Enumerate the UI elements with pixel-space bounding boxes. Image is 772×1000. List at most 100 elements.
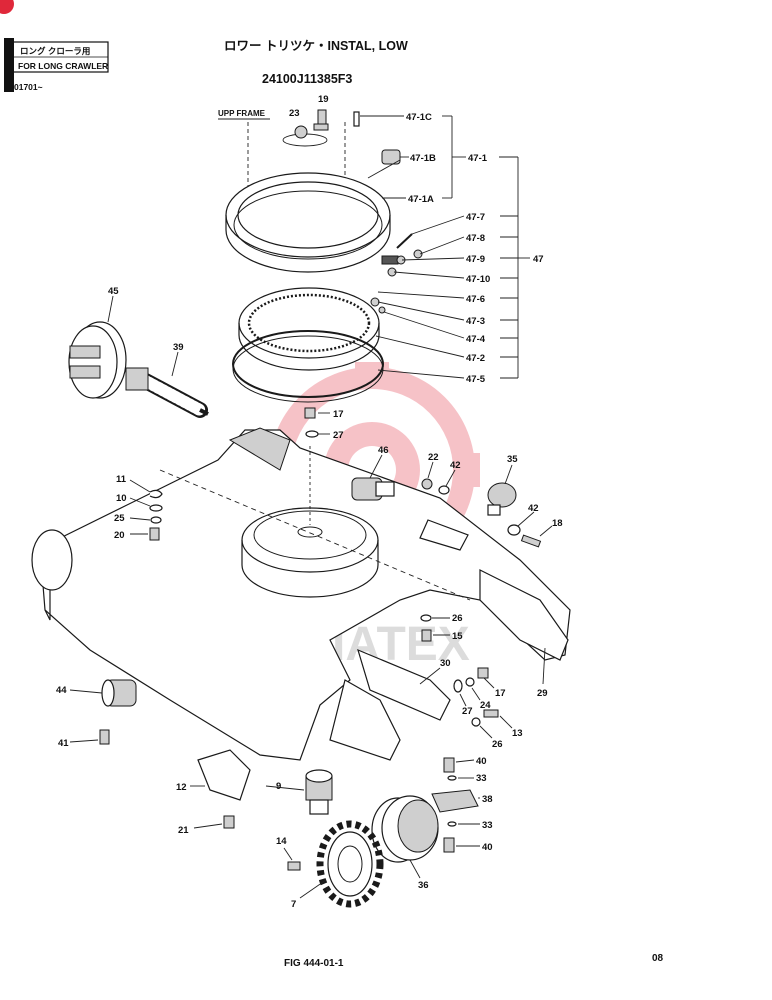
label-26-mid: 26 (452, 613, 463, 624)
label-26-lower: 26 (492, 739, 503, 750)
lower-track-frame (31, 427, 571, 761)
label-40-lower: 40 (482, 842, 493, 853)
label-44: 44 (56, 685, 67, 696)
label-19: 19 (318, 94, 329, 105)
header-box-line2: FOR LONG CRAWLER (18, 61, 108, 71)
bolt-13 (483, 709, 499, 718)
corner-mark (0, 0, 14, 14)
label-47-1a: 47-1A (408, 194, 434, 205)
guard-12 (197, 749, 251, 801)
label-41: 41 (58, 738, 69, 749)
label-47-1c: 47-1C (406, 112, 432, 123)
figure-number: FIG 444-01-1 (284, 958, 344, 969)
label-47-3: 47-3 (466, 316, 485, 327)
bolt-21 (223, 815, 235, 829)
label-13: 13 (512, 728, 523, 739)
label-15: 15 (452, 631, 463, 642)
cover-30 (357, 648, 451, 721)
bolt-20 (149, 527, 160, 541)
washer-24 (465, 677, 475, 687)
plate-bracket (419, 519, 469, 551)
bolt-19 (313, 109, 329, 131)
label-45: 45 (108, 286, 119, 297)
label-29: 29 (537, 688, 548, 699)
label-22: 22 (428, 452, 439, 463)
label-18: 18 (552, 518, 563, 529)
bolt-17-right (477, 667, 489, 679)
label-46: 46 (378, 445, 389, 456)
label-17-right: 17 (495, 688, 506, 699)
washer-26-lower (471, 717, 481, 727)
washer-42-right (507, 524, 521, 536)
travel-motor-36 (371, 795, 439, 863)
label-24: 24 (480, 700, 491, 711)
label-9: 9 (276, 781, 281, 792)
label-47-1b: 47-1B (410, 153, 436, 164)
bolt-15 (421, 629, 432, 642)
bracket-38 (431, 789, 479, 813)
label-47-4: 47-4 (466, 334, 486, 345)
bolt-41 (99, 729, 110, 745)
bushing-44 (101, 679, 137, 707)
pin-47-1c (353, 111, 360, 127)
front-idler-45 (68, 321, 127, 399)
label-39: 39 (173, 342, 184, 353)
label-14: 14 (276, 836, 287, 847)
grease-fitting-40-top (443, 757, 455, 773)
label-33-lower: 33 (482, 820, 493, 831)
internal-gear-ring (238, 287, 380, 371)
swing-bearing-outer-ring (225, 172, 391, 273)
label-42-top: 42 (450, 460, 461, 471)
label-36: 36 (418, 880, 429, 891)
swivel-joint-46 (351, 477, 395, 501)
label-47-10: 47-10 (466, 274, 490, 285)
label-11: 11 (116, 474, 127, 485)
upp-frame-label: UPP FRAME (218, 109, 266, 118)
label-47: 47 (533, 254, 544, 265)
page-title: ロワー トリツケ・INSTAL, LOW (224, 39, 408, 53)
hub-9 (305, 769, 333, 815)
label-20: 20 (114, 530, 125, 541)
label-47-9: 47-9 (466, 254, 485, 265)
label-33-top: 33 (476, 773, 487, 784)
grease-fitting-40-lower (443, 837, 455, 853)
ball-47-3 (370, 297, 380, 307)
label-40-top: 40 (476, 756, 487, 767)
clamp-47-8 (413, 249, 423, 259)
label-30: 30 (440, 658, 451, 669)
page-number: 08 (652, 953, 664, 964)
label-12: 12 (176, 782, 187, 793)
ball-47-4 (378, 306, 386, 314)
frame-swing-circle (241, 507, 379, 598)
header-box-line1: ロング クローラ用 (20, 46, 90, 56)
label-47-5: 47-5 (466, 374, 486, 385)
recoil-spring-39 (125, 367, 209, 418)
header-box: ロング クローラ用 FOR LONG CRAWLER 01701~ (4, 38, 109, 92)
serial-range: 01701~ (14, 82, 43, 92)
assembly-part-number: 24100J11385F3 (262, 72, 352, 86)
bolt-14 (287, 861, 301, 871)
pipe-47-7 (396, 233, 413, 249)
label-23: 23 (289, 108, 300, 119)
washer-10 (149, 504, 163, 512)
nut-22 (421, 478, 433, 490)
clip-11 (149, 489, 163, 499)
label-47-2: 47-2 (466, 353, 485, 364)
label-47-1: 47-1 (468, 153, 488, 164)
label-25: 25 (114, 513, 125, 524)
label-27-top: 27 (333, 430, 344, 441)
label-47-7: 47-7 (466, 212, 485, 223)
label-47-8: 47-8 (466, 233, 485, 244)
washer-27-right (453, 679, 463, 693)
nut-23 (294, 125, 308, 139)
label-27-right: 27 (462, 706, 473, 717)
sprocket-7 (316, 820, 384, 908)
bolt-18 (520, 534, 542, 548)
washer-26-mid (420, 614, 432, 622)
label-35: 35 (507, 454, 518, 465)
label-17-top: 17 (333, 409, 344, 420)
label-21: 21 (178, 825, 189, 836)
oring-33-lower (447, 821, 457, 827)
